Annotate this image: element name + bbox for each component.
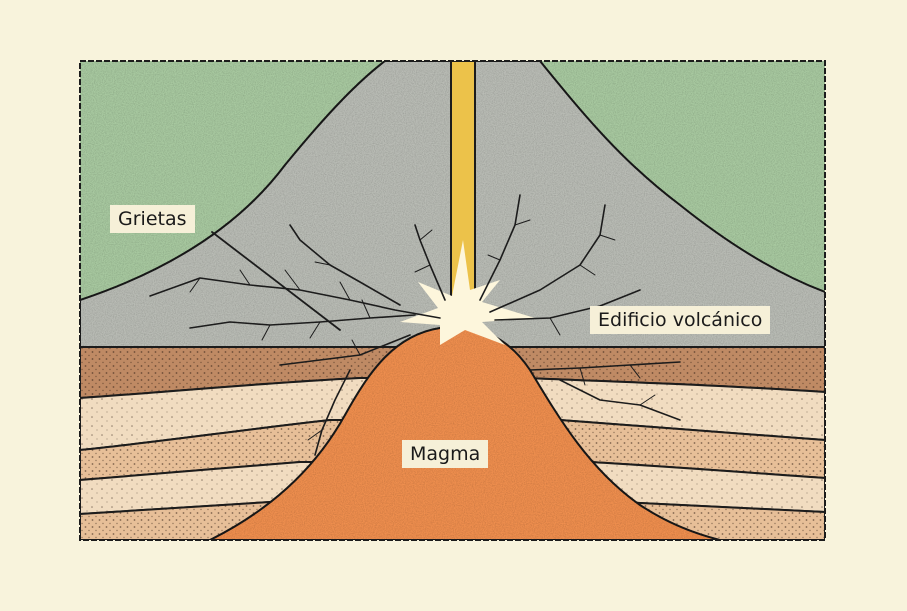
- explosion-flash: [400, 240, 535, 345]
- cracks-leader-line: [211, 231, 341, 331]
- magma-label: Magma: [402, 440, 489, 468]
- diagram-frame: [79, 60, 826, 541]
- volcanic-edifice-label: Edificio volcánico: [590, 306, 771, 334]
- cracks: [149, 194, 681, 456]
- cracks-label: Grietas: [110, 205, 195, 233]
